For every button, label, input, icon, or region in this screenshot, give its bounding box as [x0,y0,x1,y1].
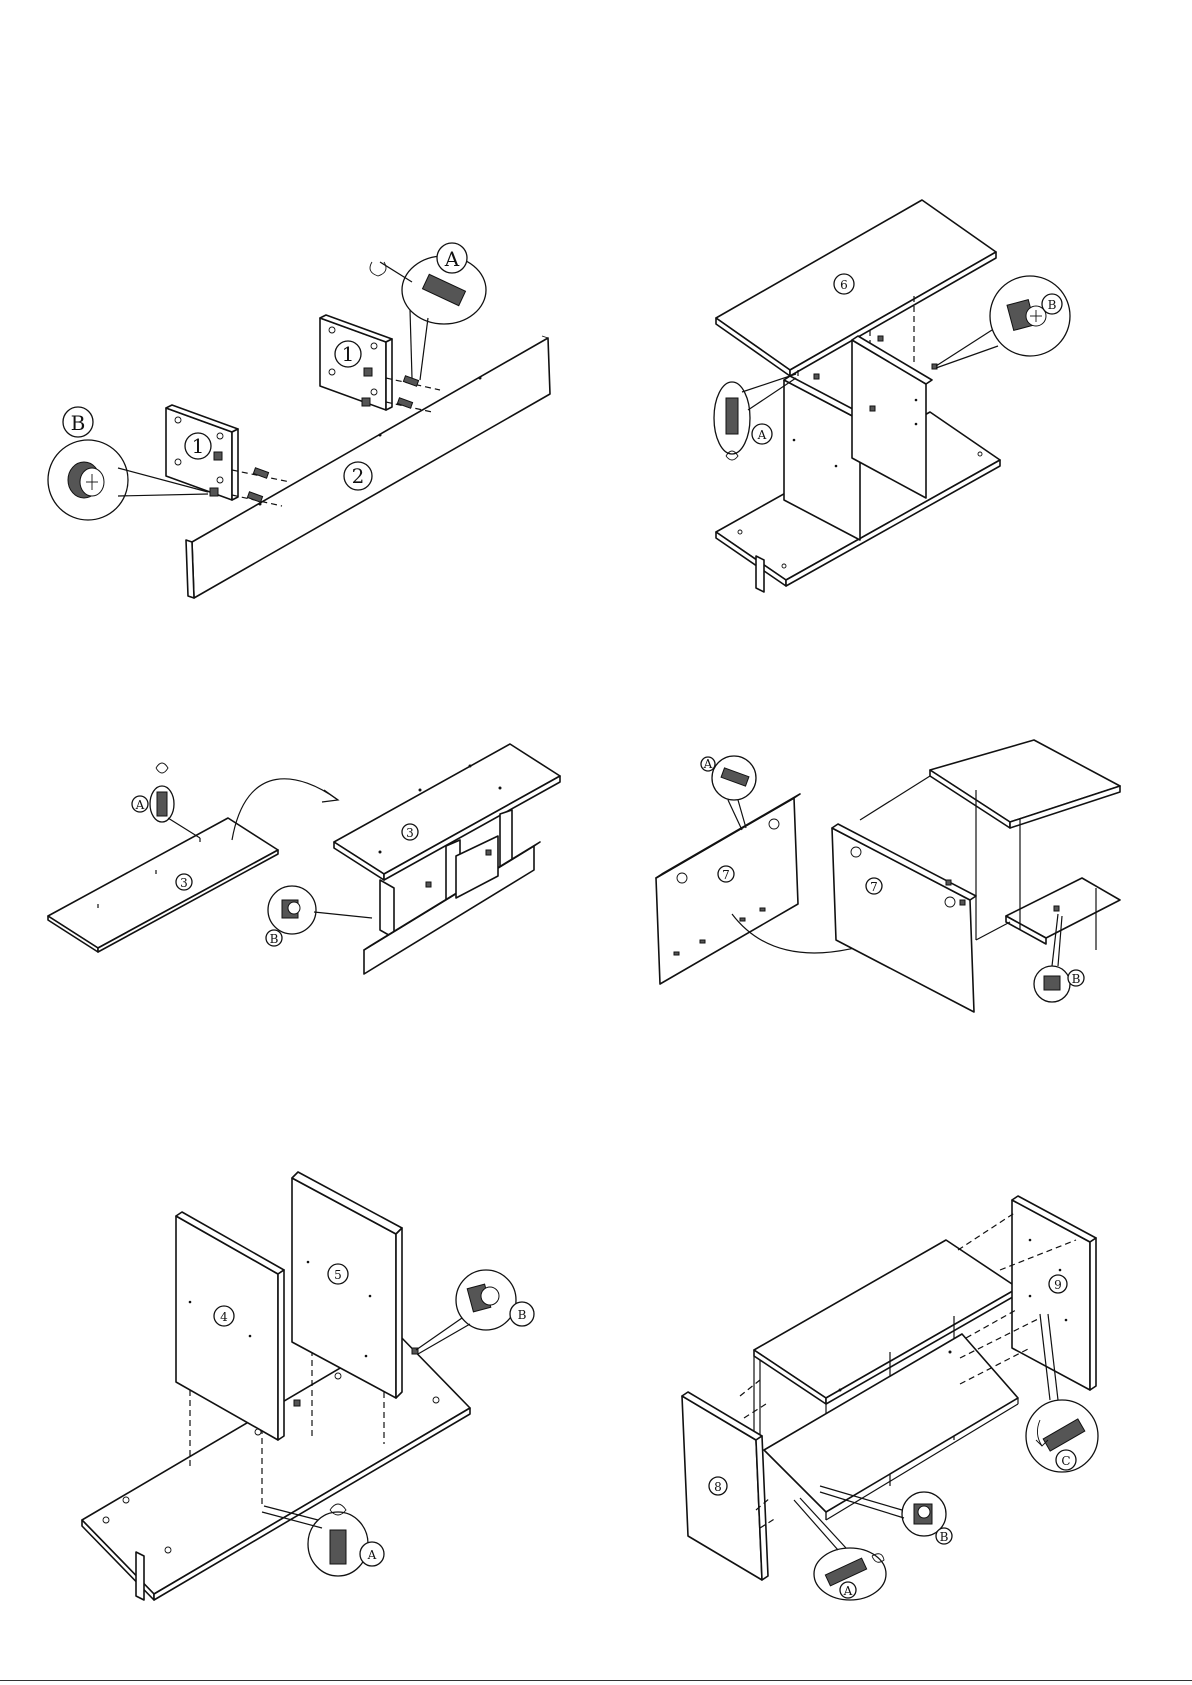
hardware-a-label-6: A [843,1584,853,1598]
panel-4 [176,1212,284,1440]
callout-b-cam-lock-3 [268,886,372,934]
part-6-label: 6 [840,278,848,292]
callout-b-cam-lock-2 [936,276,1070,368]
callout-a-cam-bolt-3 [150,763,200,838]
step-6-diagram: 8 9 C [682,1196,1098,1600]
part-4-label: 4 [220,1310,228,1324]
hardware-b-label-4: B [1072,972,1081,986]
step-3-diagram: 4 5 B A [82,1172,534,1600]
part-9-label: 9 [1054,1278,1062,1292]
panel-3-flat [48,818,278,952]
step-4-diagram: 6 [714,200,1070,592]
hardware-a-label-1: A [444,247,460,271]
part-7-label-loose: 7 [722,868,730,882]
step-5-diagram: 7 A [656,740,1120,1012]
callout-a-cam-bolt-4 [712,756,756,830]
assembled-box-step-2 [334,744,560,974]
hardware-b-label-3: B [270,932,279,946]
hardware-b-label-5: B [518,1308,527,1322]
hardware-a-label-4: A [703,757,713,771]
callout-b-cam-lock-5 [416,1270,516,1354]
hardware-c-label: C [1061,1454,1070,1468]
hardware-a-label-2: A [757,428,767,442]
hardware-a-label-5: A [367,1548,377,1562]
part-1-label-right: 1 [342,342,355,366]
part-3-label-box: 3 [406,826,414,840]
panel-7-loose [656,794,800,984]
hardware-b-label-1: B [71,411,86,435]
part-2-label: 2 [352,464,365,488]
part-3-label-flat: 3 [180,876,188,890]
part-8-label: 8 [714,1480,722,1494]
part-1-label-left: 1 [192,434,205,458]
callout-a-cam-bolt-6 [794,1498,886,1600]
panel-5 [292,1172,402,1398]
hardware-b-label-2: B [1048,298,1057,312]
page-bottom-rule [0,1680,1192,1681]
hardware-b-label-6: B [940,1530,949,1544]
part-5-label: 5 [334,1268,342,1282]
hardware-a-label-3: A [135,798,145,812]
step-2-diagram: 3 A 3 [48,744,560,974]
part-7-label-fixed: 7 [870,880,878,894]
step-1-diagram: 2 1 1 [48,243,550,598]
